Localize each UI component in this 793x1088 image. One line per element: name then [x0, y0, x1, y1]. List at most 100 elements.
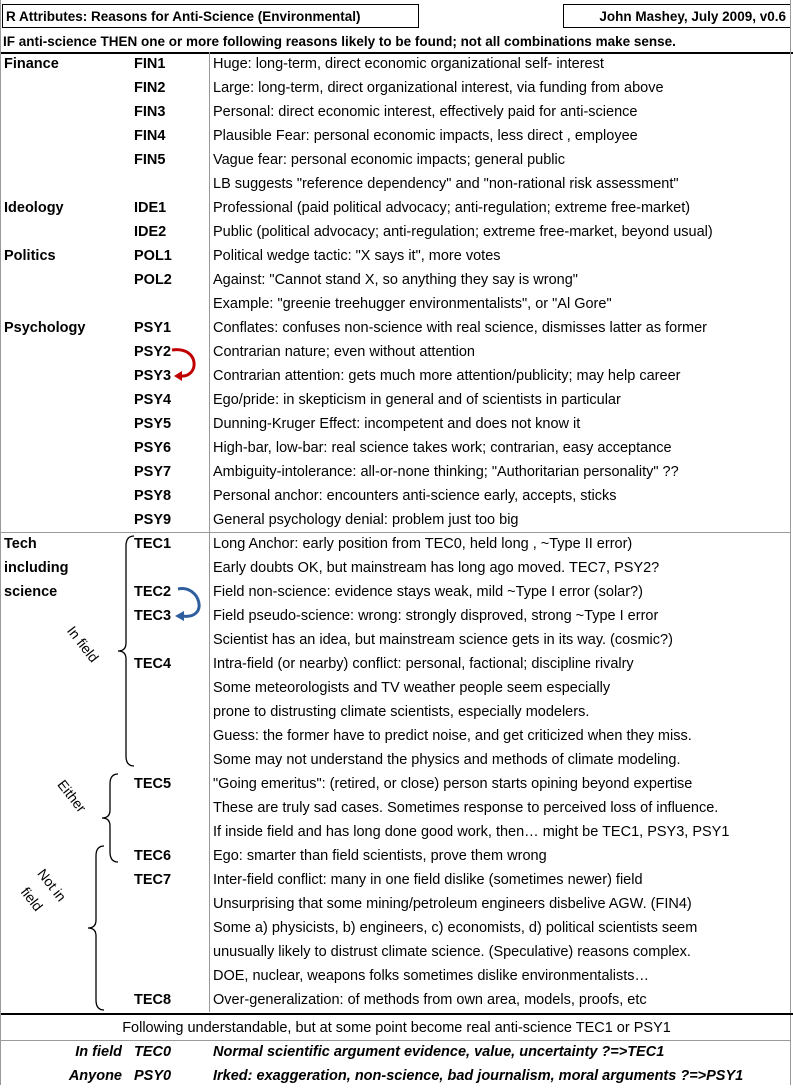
footer-row-label: In field	[75, 1044, 122, 1060]
row-description: Some meteorologists and TV weather peopl…	[213, 680, 611, 696]
row-code: PSY4	[134, 392, 172, 408]
row-description: Ambiguity-intolerance: all-or-none think…	[213, 464, 679, 480]
table-row: TEC7 Inter-field conflict: many in one fi…	[2, 868, 791, 892]
table-row: Example: "greenie treehugger environment…	[2, 292, 791, 316]
row-code: TEC4	[134, 656, 172, 672]
red-arrowhead-icon	[174, 371, 182, 381]
footer-row-description: Irked: exaggeration, non-science, bad jo…	[213, 1068, 744, 1084]
table-row: TEC4 Intra-field (or nearby) conflict: pe…	[2, 652, 791, 676]
row-description: Contrarian nature; even without attentio…	[213, 344, 475, 360]
row-description: Inter-field conflict: many in one field …	[213, 872, 643, 888]
footer-row-code: PSY0	[134, 1068, 172, 1084]
row-description: Political wedge tactic: "X says it", mor…	[213, 248, 501, 264]
table-row: prone to distrusting climate scientists,…	[2, 700, 791, 724]
row-description: Conflates: confuses non-science with rea…	[213, 320, 708, 336]
table-row: PSY5 Dunning-Kruger Effect: incompetent a…	[2, 412, 791, 436]
row-code: TEC6	[134, 848, 172, 864]
table-row: These are truly sad cases. Sometimes res…	[2, 796, 791, 820]
row-code: FIN5	[134, 152, 166, 168]
row-category: Ideology	[4, 200, 64, 216]
row-description: Personal: direct economic interest, effe…	[213, 104, 638, 120]
row-description: Dunning-Kruger Effect: incompetent and d…	[213, 416, 581, 432]
row-description: Contrarian attention: gets much more att…	[213, 368, 681, 384]
row-description: Early doubts OK, but mainstream has long…	[213, 560, 660, 576]
table-row: If inside field and has long done good w…	[2, 820, 791, 844]
footer-note: Following understandable, but at some po…	[122, 1020, 671, 1036]
table-row: PSY4 Ego/pride: in skepticism in general …	[2, 388, 791, 412]
row-description: Some a) physicists, b) engineers, c) eco…	[213, 920, 698, 936]
row-description: Intra-field (or nearby) conflict: person…	[213, 656, 634, 672]
table-row: TEC8 Over-generalization: of methods from…	[2, 988, 791, 1012]
divider-line	[0, 1040, 790, 1041]
divider-line	[0, 1013, 793, 1015]
divider-line	[0, 532, 790, 533]
table-row: Scientist has an idea, but mainstream sc…	[2, 628, 791, 652]
row-description: Unsurprising that some mining/petroleum …	[213, 896, 692, 912]
row-code: PSY3	[134, 368, 172, 384]
row-description: Public (political advocacy; anti-regulat…	[213, 224, 713, 240]
row-category: science	[4, 584, 58, 600]
row-description: Scientist has an idea, but mainstream sc…	[213, 632, 673, 648]
row-code: FIN3	[134, 104, 166, 120]
table-row: FIN3 Personal: direct economic interest, …	[2, 100, 791, 124]
table-row: Guess: the former have to predict noise,…	[2, 724, 791, 748]
row-description: Ego: smarter than field scientists, prov…	[213, 848, 547, 864]
divider-line	[790, 0, 791, 1085]
row-code: FIN1	[134, 56, 166, 72]
table-row: TEC6 Ego: smarter than field scientists, …	[2, 844, 791, 868]
row-description: Over-generalization: of methods from own…	[213, 992, 647, 1008]
table-row: unusually likely to distrust climate sci…	[2, 940, 791, 964]
row-description: Ego/pride: in skepticism in general and …	[213, 392, 621, 408]
row-description: Long Anchor: early position from TEC0, h…	[213, 536, 633, 552]
brace-either	[101, 773, 119, 863]
brace-not-in-field	[87, 845, 105, 1011]
row-code: IDE2	[134, 224, 167, 240]
sheet-title: R Attributes: Reasons for Anti-Science (…	[2, 4, 419, 28]
row-description: LB suggests "reference dependency" and "…	[213, 176, 679, 192]
row-code: PSY6	[134, 440, 172, 456]
row-description: prone to distrusting climate scientists,…	[213, 704, 590, 720]
subtitle: IF anti-science THEN one or more followi…	[3, 34, 676, 49]
row-description: Some may not understand the physics and …	[213, 752, 681, 768]
row-code: FIN2	[134, 80, 166, 96]
row-description: DOE, nuclear, weapons folks sometimes di…	[213, 968, 649, 984]
row-code: PSY1	[134, 320, 172, 336]
row-code: PSY9	[134, 512, 172, 528]
row-code: PSY5	[134, 416, 172, 432]
row-category: Psychology	[4, 320, 86, 336]
row-code: PSY2	[134, 344, 172, 360]
row-code: POL1	[134, 248, 172, 264]
row-code: TEC5	[134, 776, 172, 792]
row-description: If inside field and has long done good w…	[213, 824, 730, 840]
table-row: TEC5"Going emeritus": (retired, or close…	[2, 772, 791, 796]
table-row: PSY8 Personal anchor: encounters anti-sci…	[2, 484, 791, 508]
row-code: PSY8	[134, 488, 172, 504]
row-description: Plausible Fear: personal economic impact…	[213, 128, 638, 144]
table-row: Psychology PSY1 Conflates: confuses non-sc…	[2, 316, 791, 340]
row-code: TEC7	[134, 872, 172, 888]
row-code: POL2	[134, 272, 172, 288]
divider-line	[0, 52, 793, 54]
table-row: Some a) physicists, b) engineers, c) eco…	[2, 916, 791, 940]
row-description: Personal anchor: encounters anti-science…	[213, 488, 617, 504]
row-code: TEC8	[134, 992, 172, 1008]
row-category: Finance	[4, 56, 59, 72]
row-description: Field non-science: evidence stays weak, …	[213, 584, 643, 600]
divider-line	[0, 0, 1, 1085]
